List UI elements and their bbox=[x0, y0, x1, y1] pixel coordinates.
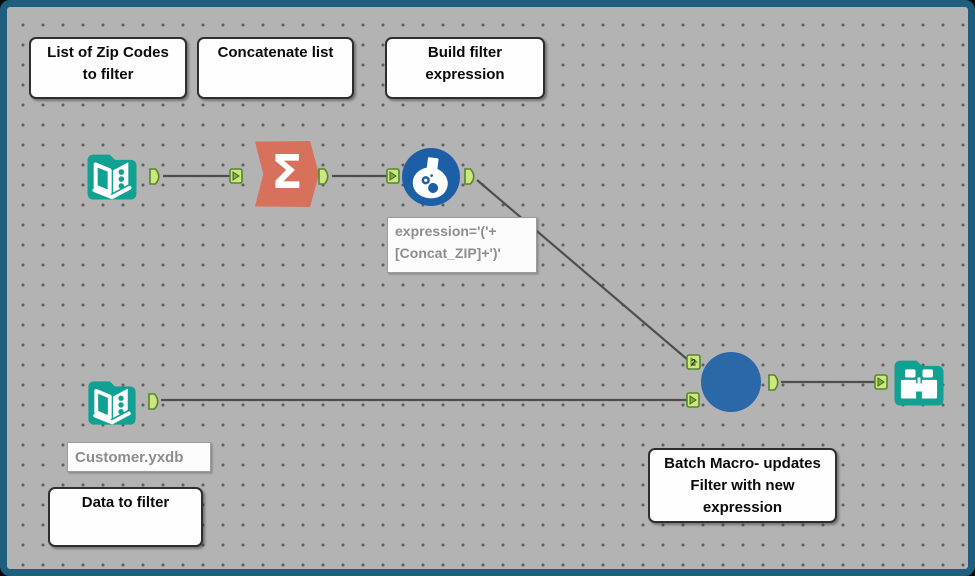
input-data-icon bbox=[87, 154, 137, 200]
comment-line: List of Zip Codes bbox=[47, 44, 169, 61]
comment-data-to-filter[interactable]: Data to filter bbox=[48, 487, 203, 547]
tool-formula[interactable] bbox=[402, 148, 460, 206]
tool-input-data-customer[interactable] bbox=[84, 374, 140, 428]
comment-line: Data to filter bbox=[81, 494, 170, 511]
comment-list-of-zip-codes[interactable]: List of Zip Codes to filter bbox=[29, 37, 187, 99]
tool-input-data-zip-list[interactable] bbox=[84, 147, 140, 203]
annotation-line: Customer.yxdb bbox=[75, 449, 184, 466]
binoculars-icon bbox=[894, 360, 944, 406]
connection-formula-macro[interactable] bbox=[476, 179, 689, 361]
comment-line: Build filter bbox=[427, 44, 503, 61]
output-anchor-formula[interactable] bbox=[464, 168, 478, 185]
comment-concatenate-list[interactable]: Concatenate list bbox=[197, 37, 354, 99]
comment-line: to filter bbox=[82, 65, 134, 83]
input-anchor-macro-data[interactable] bbox=[686, 392, 700, 408]
input-anchor-macro-control[interactable]: 2 bbox=[686, 354, 701, 370]
output-anchor-input1[interactable] bbox=[149, 168, 163, 185]
comment-line: Batch Macro- updates bbox=[664, 455, 821, 472]
flask-icon bbox=[412, 157, 448, 199]
input-anchor-browse[interactable] bbox=[874, 374, 888, 390]
tool-summarize[interactable]: Σ bbox=[255, 141, 319, 207]
output-anchor-input2[interactable] bbox=[148, 393, 162, 410]
formula-annotation[interactable]: expression='('+ [Concat_ZIP]+')' bbox=[387, 217, 537, 273]
output-anchor-macro[interactable] bbox=[768, 374, 782, 391]
annotation-line: [Concat_ZIP]+')' bbox=[395, 244, 501, 261]
connections-layer bbox=[161, 174, 875, 402]
input-data-icon bbox=[88, 381, 136, 425]
annotation-line: expression='('+ bbox=[395, 223, 497, 239]
output-anchor-summarize[interactable] bbox=[318, 168, 332, 185]
comment-build-filter-expression[interactable]: Build filter expression bbox=[385, 37, 545, 99]
input-anchor-summarize[interactable] bbox=[229, 168, 243, 184]
workflow-canvas[interactable]: List of Zip Codes to filter Concatenate … bbox=[7, 7, 968, 569]
input-anchor-formula[interactable] bbox=[386, 168, 400, 184]
tool-browse[interactable] bbox=[891, 353, 947, 409]
comment-line: expression bbox=[702, 498, 783, 516]
comment-line: Concatenate list bbox=[217, 44, 334, 61]
comment-line: expression bbox=[425, 65, 505, 83]
comment-batch-macro-note[interactable]: Batch Macro- updates Filter with new exp… bbox=[648, 448, 837, 523]
comment-line: Filter with new bbox=[690, 476, 795, 494]
tool-batch-macro[interactable] bbox=[701, 352, 761, 412]
sigma-icon: Σ bbox=[271, 145, 303, 199]
macro-anchor-number: 2 bbox=[691, 358, 696, 368]
input-file-annotation[interactable]: Customer.yxdb bbox=[67, 442, 211, 472]
